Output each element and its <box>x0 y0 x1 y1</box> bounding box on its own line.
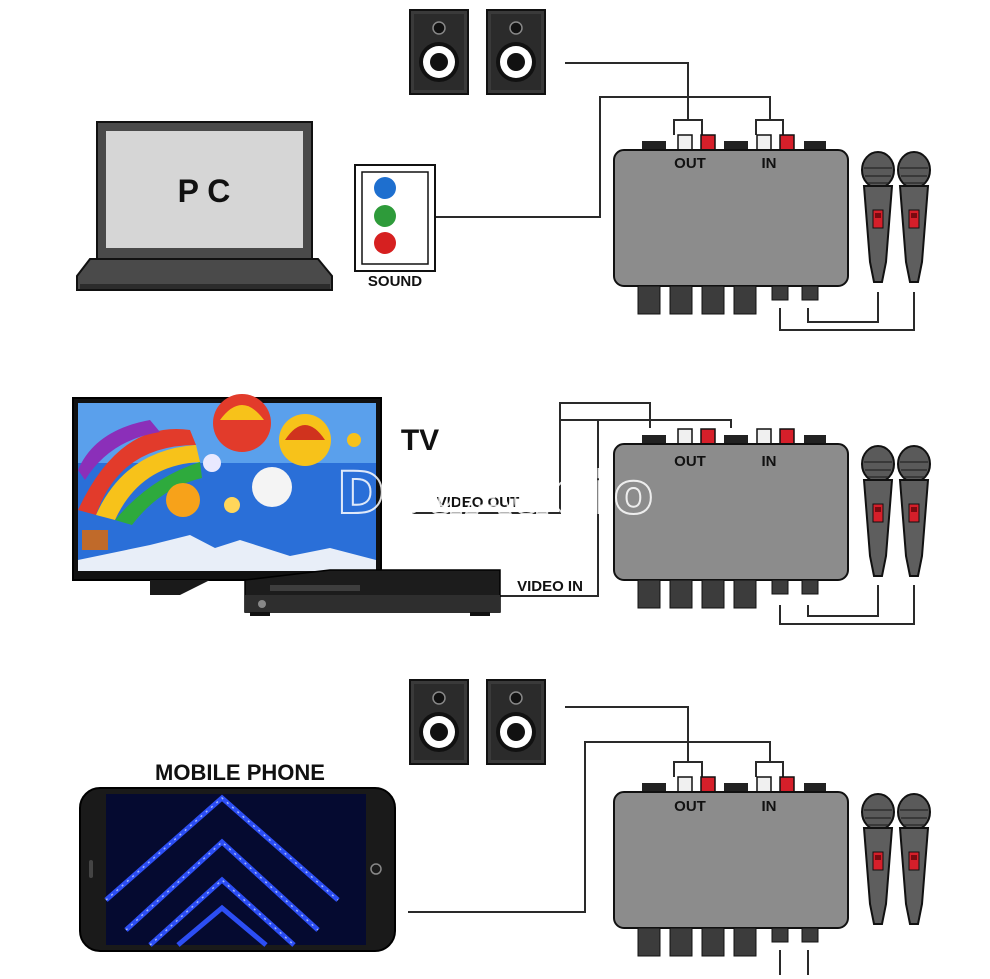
video-in-wire <box>500 420 599 597</box>
smartphone-icon <box>79 787 396 952</box>
microphone-icon <box>897 445 931 577</box>
tv-icon <box>72 394 382 595</box>
mixer-in-label: IN <box>762 798 777 815</box>
sound-card-icon <box>354 164 436 272</box>
mobile-section: MOBILE PHONE OUT IN <box>79 679 931 975</box>
mixer-out-label: OUT <box>674 453 706 470</box>
tv-label: TV <box>401 424 439 457</box>
mixer-out-label: OUT <box>674 798 706 815</box>
watermark: DouAudio <box>337 459 654 527</box>
video-in-label: VIDEO IN <box>517 578 583 595</box>
dvd-player-icon <box>244 569 501 616</box>
sound-label: SOUND <box>368 273 422 290</box>
mixer-out-label: OUT <box>674 155 706 172</box>
mic-wire-3 <box>779 585 915 625</box>
karaoke-mixer-icon <box>613 776 849 957</box>
speaker-icon <box>409 9 469 95</box>
microphone-icon <box>897 151 931 283</box>
tv-section: TV VIDEO OUT VIDEO IN OUT IN DouAudio <box>72 394 931 625</box>
video-out-wire-2 <box>560 419 732 428</box>
mic-wire-4 <box>807 585 879 617</box>
mixer-in-label: IN <box>762 453 777 470</box>
video-out-label: VIDEO OUT <box>437 494 520 511</box>
microphone-icon <box>861 793 895 925</box>
speaker-icon <box>486 9 546 95</box>
speaker-icon <box>409 679 469 765</box>
pc-label: P C <box>178 173 231 209</box>
speaker-wire <box>565 62 703 135</box>
microphone-icon <box>897 793 931 925</box>
mobile-phone-label: MOBILE PHONE <box>155 760 325 785</box>
microphone-icon <box>861 445 895 577</box>
mic-wire-1 <box>779 292 915 331</box>
phone-audio-wire <box>408 741 784 913</box>
pc-section: P C SOUND OUT IN <box>76 9 931 331</box>
mixer-in-label: IN <box>762 155 777 172</box>
speaker-wire <box>565 706 703 777</box>
laptop-icon <box>76 121 333 291</box>
speaker-icon <box>486 679 546 765</box>
microphone-icon <box>861 151 895 283</box>
mic-wire-2 <box>807 292 879 323</box>
video-out-wire <box>412 402 651 514</box>
pc-audio-wire <box>405 96 784 218</box>
karaoke-mixer-icon <box>613 134 849 315</box>
